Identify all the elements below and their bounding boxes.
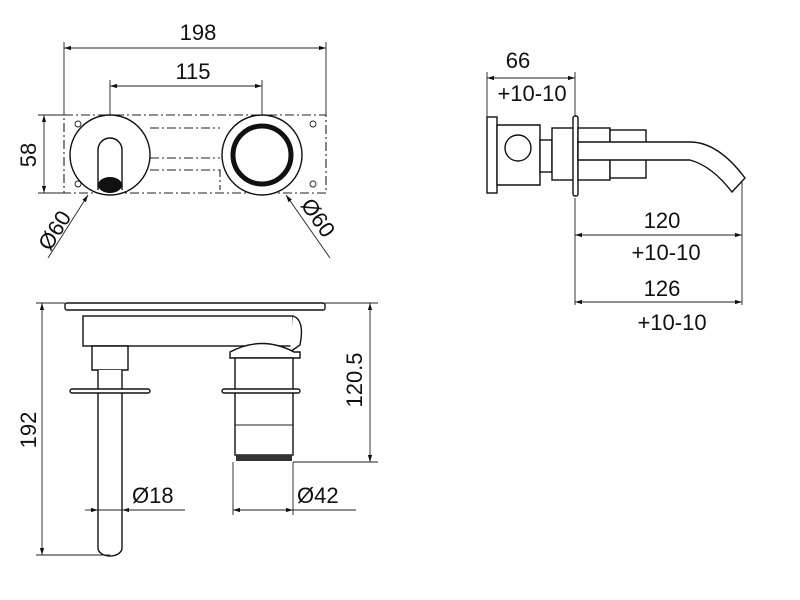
dim-dia-18: Ø18 (132, 483, 174, 508)
dim-66: 66 (506, 48, 530, 73)
dim-120-tolerance: +10-10 (631, 240, 700, 265)
dim-120: 120 (644, 208, 681, 233)
top-plate (64, 302, 326, 311)
front-view: 192 120.5 Ø18 Ø42 (16, 302, 378, 557)
handle-cylinder (234, 357, 294, 456)
flange (572, 115, 579, 197)
dim-58: 58 (16, 143, 41, 167)
left-wall-flange (69, 388, 151, 394)
spout-collar (91, 345, 129, 371)
outlet-aerator (98, 177, 122, 193)
dim-right-dia-60: Ø60 (296, 194, 340, 242)
dim-126-tolerance: +10-10 (637, 310, 706, 335)
wall-plate (486, 116, 498, 194)
dim-66-tolerance: +10-10 (497, 81, 566, 106)
top-view: 198 115 58 Ø60 Ø60 (16, 20, 340, 259)
spout (577, 141, 746, 194)
right-wall-flange (221, 388, 301, 394)
dim-120-5: 120.5 (342, 352, 367, 407)
mounting-plate-outline (63, 114, 327, 194)
spout-outlet (97, 137, 123, 190)
dim-198: 198 (180, 20, 217, 45)
dim-192: 192 (16, 412, 41, 449)
internal-channel (150, 127, 221, 190)
handle-ring (230, 123, 294, 187)
side-view: 66 +10-10 120 +10-10 126 +10-10 (486, 48, 746, 335)
dim-126: 126 (644, 276, 681, 301)
dim-left-dia-60: Ø60 (33, 206, 76, 255)
dim-115: 115 (175, 59, 210, 84)
handle-knurl (236, 455, 292, 461)
spout-tube (97, 370, 123, 557)
dim-dia-42: Ø42 (297, 483, 339, 508)
body-channel (82, 315, 294, 347)
